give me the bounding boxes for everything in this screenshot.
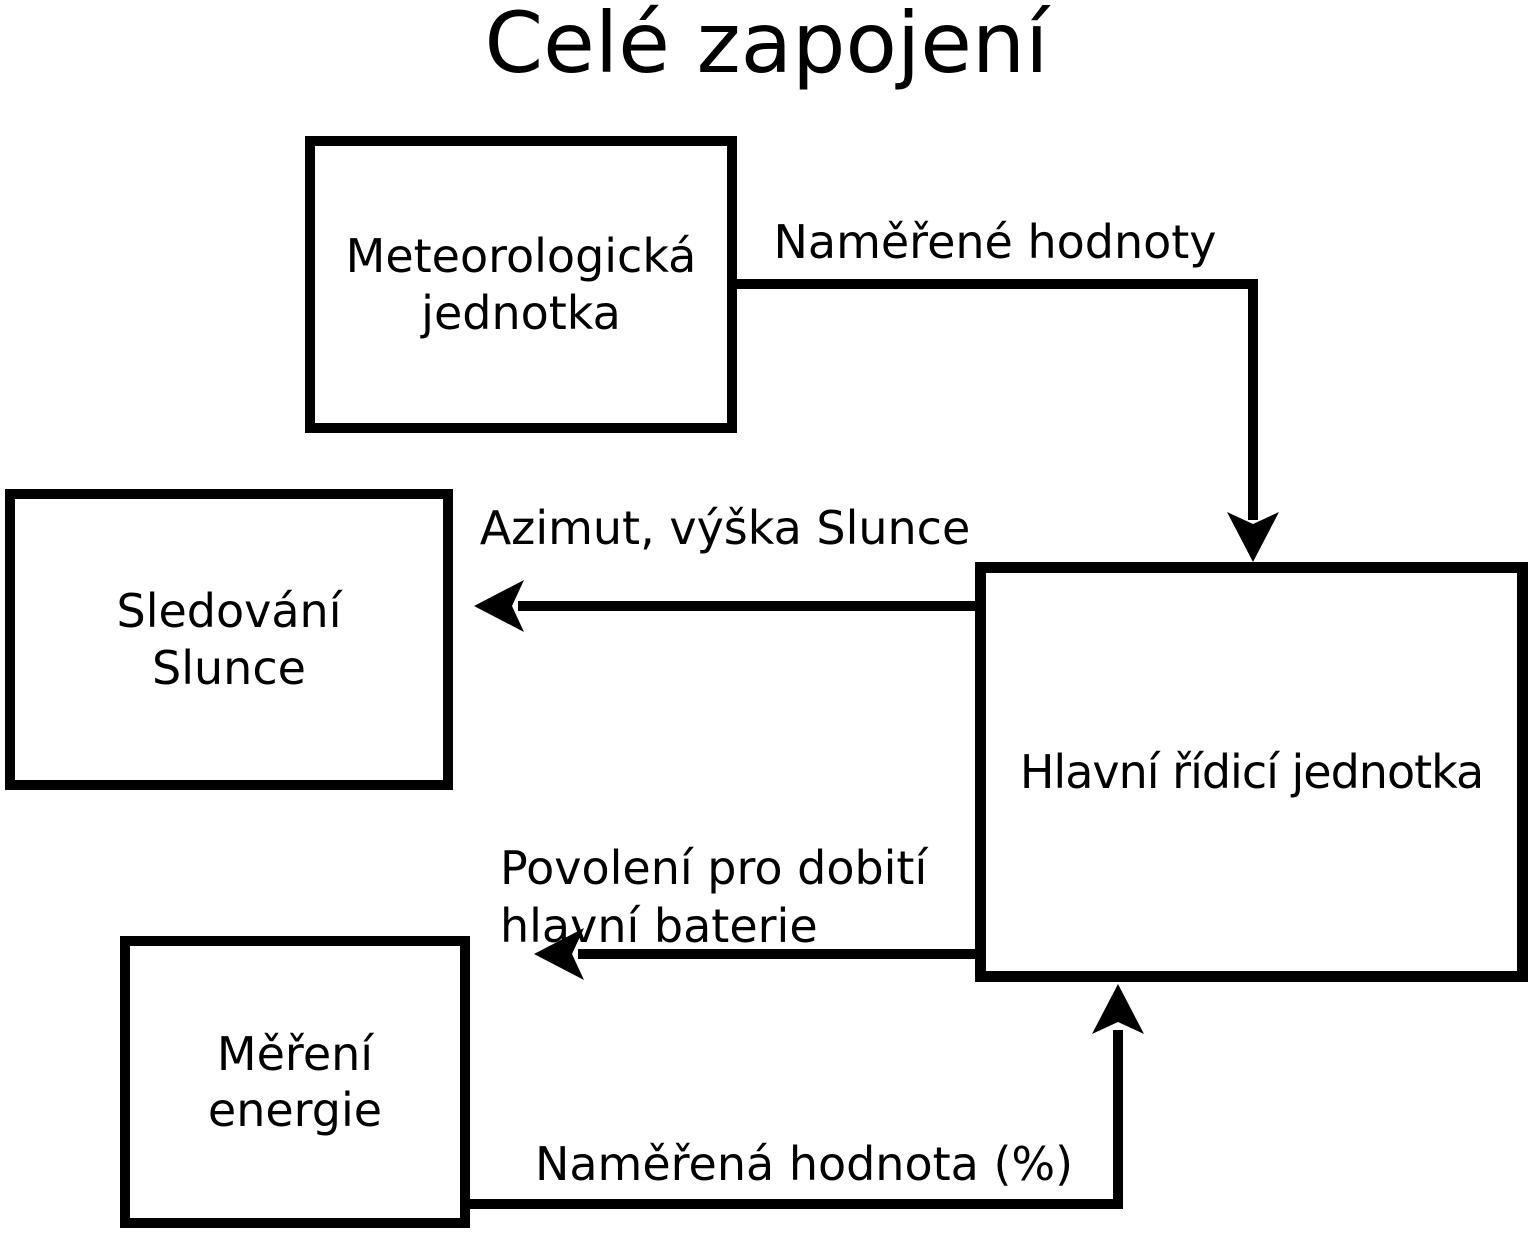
arrowhead-up-icon (1092, 984, 1144, 1034)
node-label: Hlavní řídicí jednotka (1019, 744, 1484, 799)
arrowhead-left-icon (474, 580, 524, 632)
edge-label-azimut-vyska-slunce: Azimut, výška Slunce (479, 501, 971, 555)
node-label: Sledování Slunce (116, 584, 342, 695)
node-mereni-energie: Měření energie (120, 936, 470, 1228)
arrowhead-left-icon (534, 928, 584, 980)
arrow-namerena-hodnota (468, 984, 1144, 1209)
edge-label-povoleni-pro-dobiti: Povolení pro dobití hlavní baterie (500, 841, 928, 953)
diagram-title: Celé zapojení (484, 0, 1049, 92)
node-hlavni-ridici-jednotka: Hlavní řídicí jednotka (975, 562, 1528, 982)
node-meteorologicka-jednotka: Meteorologická jednotka (305, 136, 737, 433)
edge-label-namerene-hodnoty: Naměřené hodnoty (773, 215, 1217, 269)
arrowhead-down-icon (1227, 512, 1279, 562)
edge-label-namerena-hodnota: Naměřená hodnota (%) (534, 1137, 1074, 1191)
arrow-azimut-vyska (474, 580, 975, 632)
arrow-namerene-hodnoty (737, 279, 1279, 562)
node-sledovani-slunce: Sledování Slunce (5, 489, 453, 790)
node-label: Měření energie (207, 1026, 383, 1137)
arrow-povoleni-dobiti (534, 928, 975, 980)
node-label: Meteorologická jednotka (345, 229, 697, 340)
